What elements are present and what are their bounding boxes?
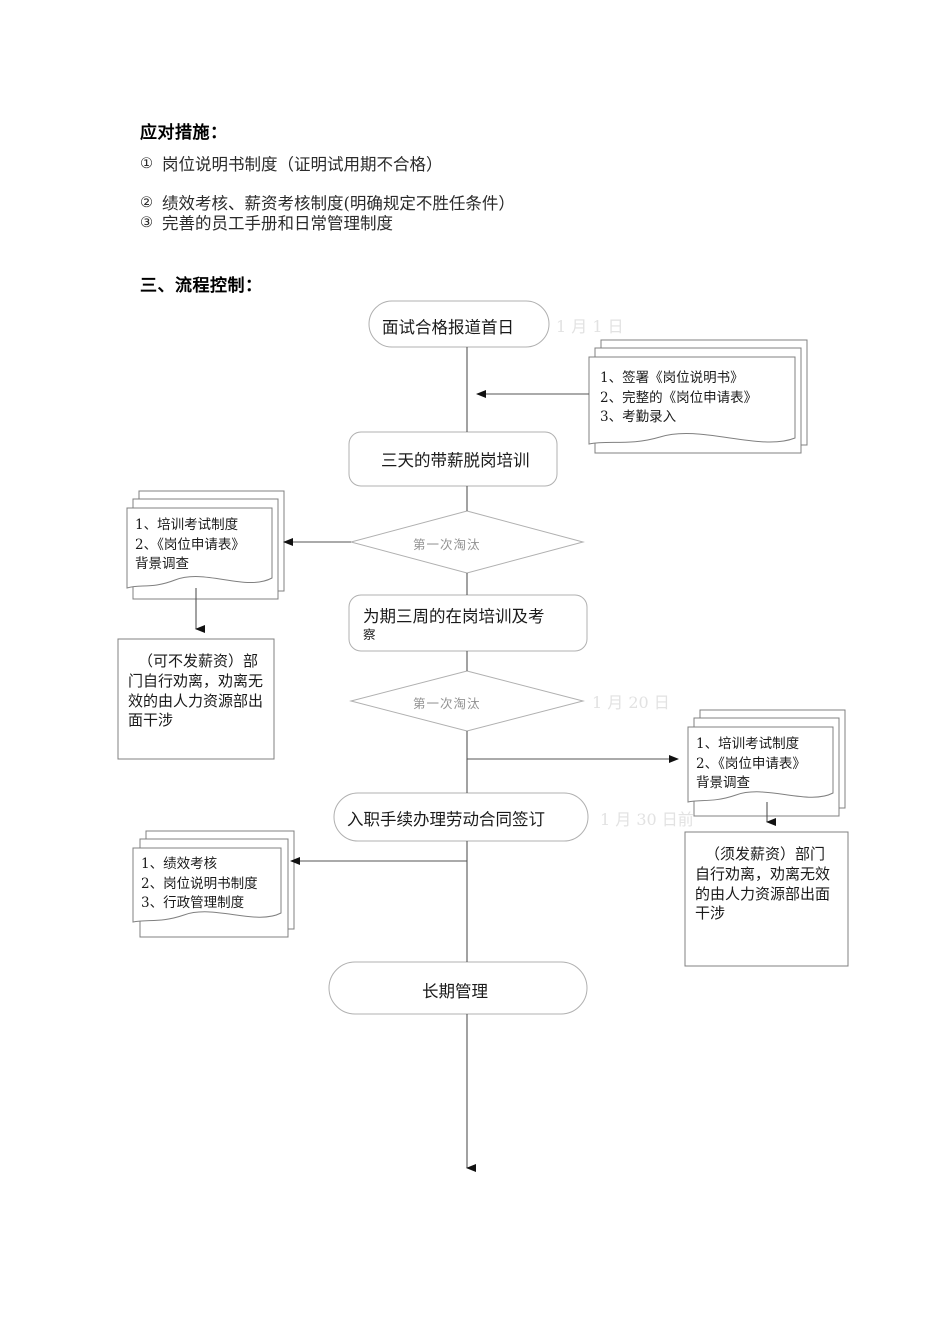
node-longterm-shape [328, 961, 588, 1015]
list-marker: ③ [140, 215, 153, 232]
box-right-label: （须发薪资）部门自行劝离，劝离无效的由人力资源部出面干涉 [695, 845, 831, 923]
note-left-mid-label: 1、培训考试制度 2、《岗位申请表》 背景调查 [135, 517, 245, 573]
list-item-label: 岗位说明书制度（证明试用期不合格） [162, 155, 443, 174]
list-item: ② 绩效考核、薪资考核制度(明确规定不胜任条件） [140, 194, 760, 215]
node-onjob-label: 为期三周的在岗培训及考察 [363, 608, 579, 643]
date-label-jan1: 1 月 1 日 [556, 317, 624, 336]
box-left-shape [117, 638, 275, 760]
date-label-jan30: 1 月 30 日前 [600, 810, 694, 829]
note-right-mid-label: 1、培训考试制度 2、《岗位申请表》 背景调查 [696, 736, 806, 792]
connector-decision2-to-note [466, 731, 679, 763]
list-marker: ① [140, 156, 153, 172]
note-left-bottom-label: 1、绩效考核 2、岗位说明书制度 3、行政管理制度 [141, 856, 258, 912]
node-training3d-shape [348, 431, 558, 487]
list-item: ① 岗位说明书制度（证明试用期不合格） [140, 155, 760, 176]
node-onboard-shape [333, 792, 589, 842]
list-item-label: 绩效考核、薪资考核制度(明确规定不胜任条件） [162, 193, 515, 213]
node-onjob-shape [348, 594, 588, 652]
node-longterm-label: 长期管理 [422, 982, 488, 1001]
heading-measures: 应对措施： [140, 123, 228, 143]
list-item-label: 完善的员工手册和日常管理制度 [162, 214, 393, 234]
note-top-right-shape [588, 339, 808, 454]
box-right-shape [684, 831, 849, 967]
node-start-shape [368, 300, 550, 348]
box-left-label: （可不发薪资）部门自行劝离，劝离无效的由人力资源部出面干涉 [128, 652, 264, 730]
node-training3d-label: 三天的带薪脱岗培训 [381, 451, 530, 470]
node-onjob-text: 为期三周的在岗培训及考 [363, 607, 545, 626]
node-start-label: 面试合格报道首日 [382, 318, 514, 337]
node-decision1-label: 第一次淘汰 [413, 537, 481, 552]
heading-process-control: 三、流程控制： [140, 276, 263, 296]
date-label-jan20: 1 月 20 日 [592, 693, 670, 712]
note-top-right-label: 1、签署《岗位说明书》 2、完整的《岗位申请表》 3、考勤录入 [600, 370, 758, 426]
list-item: ③ 完善的员工手册和日常管理制度 [140, 214, 760, 235]
node-onjob-tail: 察 [363, 627, 376, 643]
note-left-bottom-shape [132, 830, 295, 938]
node-onboard-label: 入职手续办理劳动合同签订 [347, 810, 545, 829]
node-decision2-label: 第一次淘汰 [413, 696, 481, 711]
measures-list: ① 岗位说明书制度（证明试用期不合格） ② 绩效考核、薪资考核制度(明确规定不胜… [140, 155, 760, 235]
note-left-mid-shape [126, 490, 285, 600]
list-marker: ② [140, 194, 153, 211]
note-right-mid-shape [687, 709, 846, 817]
